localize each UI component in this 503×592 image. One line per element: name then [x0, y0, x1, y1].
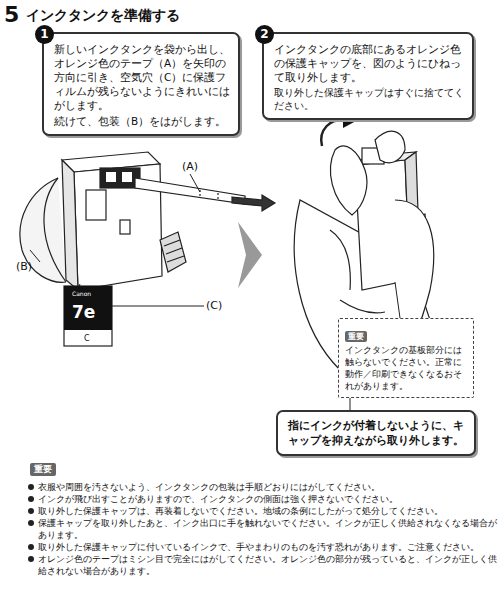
bullet-dot [28, 544, 34, 550]
important-heading: 重要 [30, 463, 56, 476]
label-inset [64, 286, 112, 346]
step-arrow [238, 222, 262, 288]
step-text: 続けて、包装（B）をはがします。 [54, 114, 230, 128]
bullet-dot [28, 484, 34, 490]
step-text: 取り外した保護キャップはすぐに捨ててください。 [274, 86, 464, 112]
note-text: 取り外した保護キャップに付いているインクで、手やまわりのものを汚す恐れがあります… [38, 542, 479, 552]
note-text: オレンジ色のテープはミシン目で完全にはがしてください。オレンジ色の部分が残ってい… [38, 554, 497, 576]
bullet-dot [28, 496, 34, 502]
step-number: 2 [255, 25, 274, 44]
step-text: 指にインクが付着しないように、キャップを抑えながら取り外します。 [288, 418, 466, 448]
step-text: インクタンクの底部にあるオレンジ色の保護キャップを、図のようにひねって取り外しま… [274, 42, 464, 84]
note-item: 取り外した保護キャップは、再装着しないでください。地域の条例にしたがって処分して… [26, 505, 500, 517]
important-badge: 重要 [345, 331, 367, 342]
step-box: 1新しいインクタンクを袋から出し、オレンジ色のテープ（A）を矢印の方向に引き、空… [42, 32, 240, 136]
note-item: 衣服や周囲を汚さないよう、インクタンクの包装は手順どおりにはがしてください。 [26, 481, 500, 493]
step-box: 2インクタンクの底部にあるオレンジ色の保護キャップを、図のようにひねって取り外し… [262, 32, 474, 120]
note-text: 取り外した保護キャップは、再装着しないでください。地域の条例にしたがって処分して… [38, 506, 443, 516]
step-number: 5 [4, 2, 19, 27]
bullet-dot [28, 520, 34, 526]
note-text: 衣服や周囲を汚さないよう、インクタンクの包装は手順どおりにはがしてください。 [38, 482, 380, 492]
leader-line [395, 282, 400, 318]
note-item: 保護キャップを取り外したあと、インク出口に手を触れないでください。インクが正しく… [26, 517, 500, 541]
leader-line [190, 174, 200, 192]
part-label: (B) [16, 260, 32, 273]
note-text: 保護キャップを取り外したあと、インク出口に手を触れないでください。インクが正しく… [38, 518, 497, 540]
page-title: インクタンクを準備する [26, 7, 180, 25]
note-box: 重要インクタンクの基板部分には触らないでください。正常に動作／印刷できなくなるお… [338, 318, 474, 398]
model-label: 7e [72, 302, 95, 322]
part-label: (C) [206, 299, 222, 312]
note-item: オレンジ色のテープはミシン目で完全にはがしてください。オレンジ色の部分が残ってい… [26, 553, 500, 577]
step-box: 指にインクが付着しないように、キャップを抑えながら取り外します。 [276, 410, 476, 456]
step-number: 1 [35, 25, 54, 44]
step-text: インクタンクの基板部分には触らないでください。正常に動作／印刷できなくなるおそれ… [345, 344, 468, 392]
note-text: インクが飛び出すことがありますので、インクタンクの側面は強く押さないでください。 [38, 494, 398, 504]
step-text: 新しいインクタンクを袋から出し、オレンジ色のテープ（A）を矢印の方向に引き、空気… [54, 42, 230, 112]
ink-tank-left [20, 152, 275, 290]
notes-list: 衣服や周囲を汚さないよう、インクタンクの包装は手順どおりにはがしてください。イン… [26, 481, 500, 577]
part-label: (A) [182, 160, 198, 173]
leader-line [112, 306, 204, 307]
brand-label: Canon [72, 290, 91, 297]
note-item: 取り外した保護キャップに付いているインクで、手やまわりのものを汚す恐れがあります… [26, 541, 500, 553]
bullet-dot [28, 508, 34, 514]
note-item: インクが飛び出すことがありますので、インクタンクの側面は強く押さないでください。 [26, 493, 500, 505]
color-label: C [84, 334, 90, 343]
bullet-dot [28, 556, 34, 562]
